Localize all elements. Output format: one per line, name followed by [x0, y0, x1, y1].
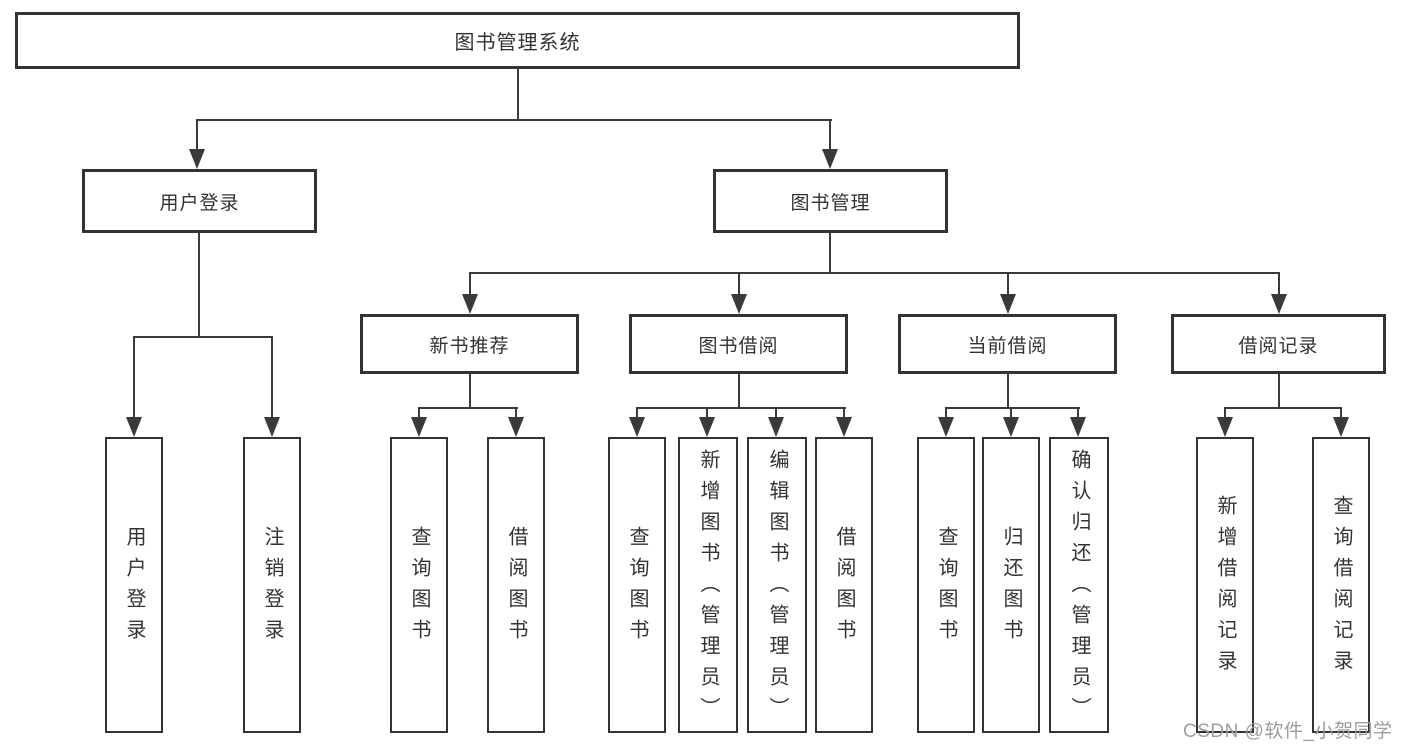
connector-hline — [196, 119, 832, 121]
connector-hline — [636, 407, 846, 409]
node-logout: 注销登录 — [243, 437, 301, 733]
node-query-books-current: 查询图书 — [917, 437, 975, 733]
node-query-borrow-record: 查询借阅记录 — [1312, 437, 1370, 733]
node-return-books: 归还图书 — [982, 437, 1040, 733]
node-query-books-borrowing: 查询图书 — [608, 437, 666, 733]
connector-vline — [515, 407, 517, 419]
connector-arrowhead — [768, 417, 784, 437]
connector-arrowhead — [1333, 417, 1349, 437]
connector-vline — [1224, 407, 1226, 419]
connector-arrowhead — [264, 417, 280, 437]
connector-arrowhead — [938, 417, 954, 437]
connector-hline — [469, 272, 1280, 274]
connector-vline — [271, 336, 273, 419]
node-borrow-books-recommend: 借阅图书 — [487, 437, 545, 733]
connector-arrowhead — [1070, 417, 1086, 437]
connector-arrowhead — [629, 417, 645, 437]
connector-arrowhead — [126, 417, 142, 437]
connector-vline — [775, 407, 777, 419]
node-query-books-recommend: 查询图书 — [390, 437, 448, 733]
node-book-borrowing: 图书借阅 — [629, 314, 848, 374]
connector-vline — [738, 272, 740, 296]
connector-arrowhead — [411, 417, 427, 437]
connector-vline — [636, 407, 638, 419]
connector-arrowhead — [822, 149, 838, 169]
connector-vline — [1077, 407, 1079, 419]
connector-vline — [829, 233, 831, 274]
connector-arrowhead — [462, 294, 478, 314]
connector-hline — [418, 407, 518, 409]
node-edit-books-admin: 编辑图书（管理员） — [747, 437, 807, 733]
node-add-borrow-record: 新增借阅记录 — [1196, 437, 1254, 733]
connector-vline — [418, 407, 420, 419]
connector-vline — [843, 407, 845, 419]
node-borrowing-records: 借阅记录 — [1171, 314, 1386, 374]
connector-vline — [1007, 272, 1009, 296]
connector-arrowhead — [1271, 294, 1287, 314]
connector-arrowhead — [1000, 294, 1016, 314]
connector-vline — [196, 119, 198, 151]
connector-vline — [1010, 407, 1012, 419]
node-new-book-recommendation: 新书推荐 — [360, 314, 579, 374]
connector-arrowhead — [699, 417, 715, 437]
node-confirm-return-admin: 确认归还（管理员） — [1049, 437, 1109, 733]
connector-vline — [1278, 272, 1280, 296]
csdn-watermark: CSDN @软件_小贺同学 — [1183, 721, 1393, 742]
connector-arrowhead — [1217, 417, 1233, 437]
connector-arrowhead — [189, 149, 205, 169]
connector-hline — [945, 407, 1080, 409]
node-current-borrowing: 当前借阅 — [898, 314, 1117, 374]
connector-arrowhead — [508, 417, 524, 437]
node-borrow-books: 借阅图书 — [815, 437, 873, 733]
node-library-management-system: 图书管理系统 — [15, 12, 1020, 69]
connector-vline — [1340, 407, 1342, 419]
connector-vline — [198, 233, 200, 338]
connector-hline — [1224, 407, 1342, 409]
node-add-books-admin: 新增图书（管理员） — [678, 437, 738, 733]
connector-arrowhead — [836, 417, 852, 437]
connector-vline — [945, 407, 947, 419]
node-user-login: 用户登录 — [82, 169, 317, 233]
node-book-management: 图书管理 — [713, 169, 948, 233]
connector-vline — [829, 119, 831, 151]
node-user-login-leaf: 用户登录 — [105, 437, 163, 733]
connector-arrowhead — [731, 294, 747, 314]
connector-vline — [706, 407, 708, 419]
connector-vline — [1278, 374, 1280, 409]
connector-arrowhead — [1003, 417, 1019, 437]
connector-vline — [133, 336, 135, 419]
connector-hline — [133, 336, 273, 338]
connector-vline — [738, 374, 740, 409]
connector-vline — [469, 374, 471, 409]
connector-vline — [1007, 374, 1009, 409]
connector-vline — [469, 272, 471, 296]
connector-vline — [517, 68, 519, 121]
